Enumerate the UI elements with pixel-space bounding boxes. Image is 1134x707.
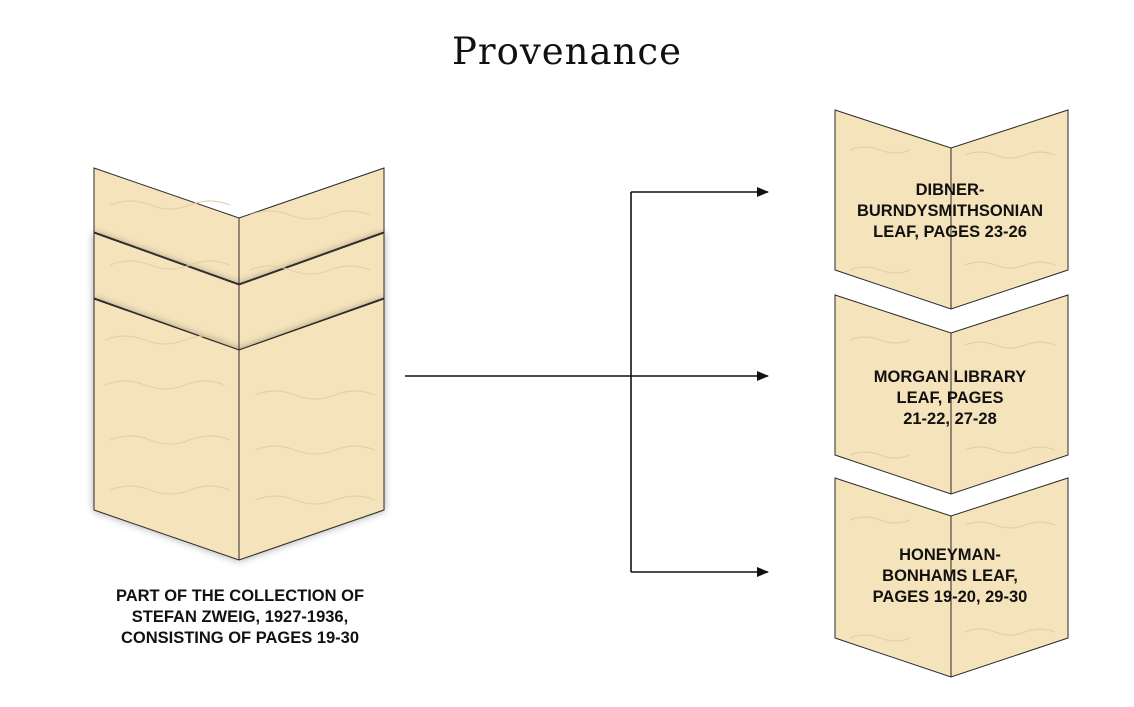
leaf-2-label: MORGAN LIBRARY LEAF, PAGES 21-22, 27-28 (830, 367, 1070, 430)
source-caption-line: PART OF THE COLLECTION OF (115, 587, 365, 605)
destination-leaves (834, 109, 1069, 678)
source-caption-line: STEFAN ZWEIG, 1927-1936, (131, 608, 349, 626)
leaf-label-line: 21-22, 27-28 (903, 410, 997, 428)
leaf-label-line: LEAF, PAGES 23-26 (873, 223, 1027, 241)
leaf-1-shape (834, 109, 1069, 310)
leaf-label-line: DIBNER- (915, 181, 985, 199)
leaf-label-line: BONHAMS LEAF, (882, 567, 1018, 585)
leaf-1-label: DIBNER- BURNDYSMITHSONIAN LEAF, PAGES 23… (830, 180, 1070, 243)
leaf-3-label: HONEYMAN- BONHAMS LEAF, PAGES 19-20, 29-… (830, 545, 1070, 608)
leaf-label-line: BURNDYSMITHSONIAN (856, 202, 1044, 220)
connector-arrows (405, 187, 769, 577)
leaf-2-shape (834, 294, 1069, 495)
handwriting-texture (104, 200, 376, 505)
leaf-label-line: LEAF, PAGES (896, 389, 1004, 407)
page-title: Provenance (452, 30, 682, 73)
leaf-label-line: HONEYMAN- (899, 546, 1001, 564)
source-caption-line: CONSISTING OF PAGES 19-30 (120, 629, 360, 647)
source-caption: PART OF THE COLLECTION OF STEFAN ZWEIG, … (60, 586, 420, 649)
source-folded-leaves (93, 167, 385, 561)
leaf-label-line: PAGES 19-20, 29-30 (872, 588, 1028, 606)
leaf-3-shape (834, 477, 1069, 678)
leaf-label-line: MORGAN LIBRARY (873, 368, 1027, 386)
